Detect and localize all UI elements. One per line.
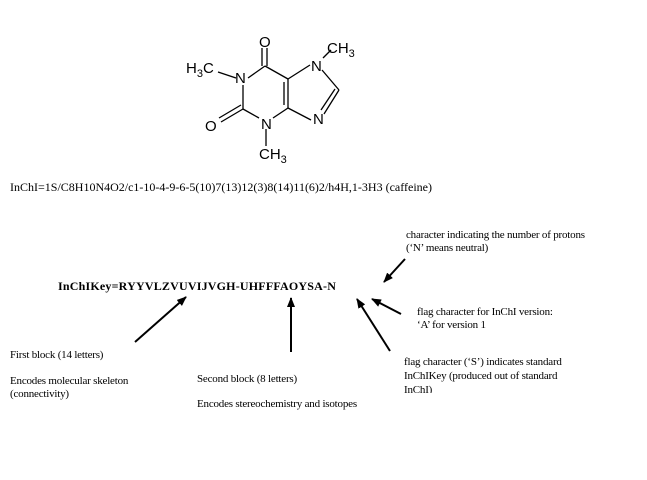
annotation-line: (connectivity) [10,388,69,400]
arrow-version [371,298,402,315]
bond-n7-ch3 [322,49,332,59]
atom-subscript: 3 [280,154,287,166]
annotation-line: (‘N’ means neutral) [406,242,489,254]
annotation-protons: character indicating the number of proto… [406,229,585,255]
bond-n7-c8 [321,69,340,91]
bond-n1-ch3 [217,71,237,79]
atom-methyl-top: CH3 [327,40,355,60]
atom-ch-label: CH [327,40,349,57]
annotation-line: flag character for InChI version: [417,306,553,318]
atom-oxygen-top: O [259,34,271,51]
annotation-line: flag character (‘S’) indicates standard [404,356,562,368]
annotation-line: character indicating the number of proto… [406,229,585,241]
second-block-title: Second block (8 letters) [197,373,297,385]
bond-c8-n9 [323,89,340,115]
bond-c5-n7 [287,64,311,80]
atom-ch-label: CH [259,146,281,163]
atom-nitrogen-7: N [311,58,322,75]
atom-nitrogen-9: N [313,111,324,128]
annotation-line: ‘A’ for version 1 [417,319,486,331]
bond-c6-c5 [264,65,289,80]
atom-methyl-left: H3C [186,60,214,80]
inchi-string: InChI=1S/C8H10N4O2/c1-10-4-9-6-5(10)7(13… [10,180,432,194]
bond-c4-n3 [272,107,289,119]
annotation-line: Encodes molecular skeleton [10,375,129,387]
atom-h-label: H [186,60,197,77]
bond-c2-o [220,108,244,123]
arrow-protons [383,258,406,283]
arrow-first-block [134,296,187,343]
second-block-description: Encodes stereochemistry and isotopes [197,398,357,410]
bond-c2-o-double [218,104,242,119]
bond-c8-n9-double [320,88,336,111]
atom-c-label: C [202,60,214,77]
annotation-version: flag character for InChI version: ‘A’ fo… [417,306,553,332]
atom-subscript: 3 [348,48,355,60]
first-block-title: First block (14 letters) [10,349,104,361]
atom-nitrogen-1: N [235,70,246,87]
atom-nitrogen-3: N [261,116,272,133]
bond-n9-c4 [287,107,312,121]
atom-oxygen-left: O [205,118,217,135]
atom-subscript: 3 [196,68,203,80]
annotation-standard: flag character (‘S’) indicates standard … [404,355,562,393]
bond-n3-c2 [242,108,260,119]
first-block-description: Encodes molecular skeleton (connectivity… [10,375,128,401]
inchikey-string: InChIKey=RYYVLZVUVIJVGH-UHFFFAOYSA-N [58,279,337,293]
atom-methyl-bottom: CH3 [259,146,287,166]
bond-c1-n1 [247,65,266,79]
arrow-standard [356,298,391,352]
annotation-line: InChI) [404,384,433,393]
annotation-line: InChIKey (produced out of standard [404,370,558,382]
